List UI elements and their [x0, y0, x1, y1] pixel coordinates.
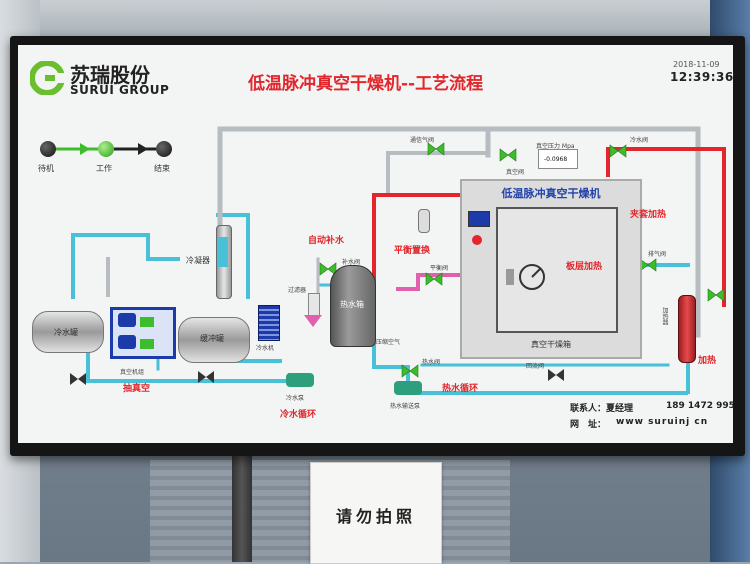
hot-water-tank — [330, 265, 376, 347]
dryer-title: 低温脉冲真空干燥机 — [501, 187, 601, 200]
hmi-screen: 苏瑞股份 SURUI GROUP 低温脉冲真空干燥机--工艺流程 2018-11… — [18, 45, 733, 443]
air-valve-label: 压缩空气 — [376, 339, 401, 346]
standby-label: 待机 — [38, 164, 54, 173]
exhaust-valve-label: 排气阀 — [648, 251, 667, 258]
vacuum-pressure-value: -0.0968 — [544, 156, 568, 163]
heating-process-label: 加热 — [698, 356, 717, 366]
buffer-tank — [178, 317, 250, 363]
cold-water-machine — [258, 305, 280, 341]
monitor-stand — [232, 456, 252, 562]
hot-cycle-process-label: 热水循环 — [442, 384, 479, 394]
vacuum-pressure-readout: -0.0968 — [538, 149, 578, 169]
dryer-name: 真空干燥箱 — [531, 340, 571, 349]
cold-water-machine-label: 冷水机 — [256, 345, 275, 352]
buffer-tank-label: 缓冲罐 — [200, 334, 224, 343]
vacuum-motor-icon — [140, 317, 154, 327]
date-readout: 2018-11-09 — [673, 60, 720, 69]
auto-fill-process-label: 自动补水 — [308, 236, 345, 246]
water-valve-label: 热水阀 — [422, 359, 441, 366]
contact-person: 联系人：夏经理 — [570, 404, 634, 414]
hot-water-pump-icon — [394, 381, 422, 395]
standby-status-icon — [40, 141, 56, 157]
background-ceiling — [0, 0, 750, 40]
balance-process-label: 平衡置换 — [394, 246, 431, 256]
breath-valve-label: 通信气阀 — [410, 137, 435, 144]
cold-valve-label: 冷水阀 — [630, 137, 649, 144]
surui-logo-icon — [30, 61, 64, 95]
working-label: 工作 — [96, 164, 112, 173]
cold-cycle-process-label: 冷水循环 — [280, 410, 317, 420]
vacuum-pump-icon — [118, 335, 136, 349]
filter-label: 过滤器 — [288, 287, 307, 294]
door-wheel-icon — [506, 264, 545, 290]
control-panel-screen-icon — [468, 211, 490, 227]
vacuum-process-label: 抽真空 — [123, 384, 151, 394]
vacuum-motor-icon — [140, 339, 154, 349]
brand-name-cn: 苏瑞股份 — [70, 63, 150, 87]
finished-status-icon — [156, 141, 172, 157]
condenser-coil-icon — [218, 237, 228, 267]
hot-water-tank-label: 热水箱 — [340, 300, 364, 309]
process-piping — [70, 126, 726, 395]
working-status-icon — [98, 141, 114, 157]
condenser-label: 冷凝器 — [186, 256, 210, 265]
vacuum-pump-icon — [118, 313, 136, 327]
heater — [678, 295, 696, 363]
cold-water-tank — [32, 311, 104, 353]
vacuum-valve-label: 真空阀 — [506, 169, 525, 176]
time-readout: 12:39:36 — [670, 70, 733, 84]
brand-name-en: SURUI GROUP — [70, 83, 170, 97]
no-photo-sign: 请勿拍照 — [310, 462, 442, 564]
cold-water-tank-label: 冷水罐 — [54, 328, 78, 337]
dryer-door — [496, 207, 618, 333]
contact-phone: 189 1472 9957 — [666, 401, 733, 411]
status-arrows — [56, 143, 156, 155]
supply-valve-label: 补水阀 — [342, 259, 361, 266]
emergency-stop-icon — [472, 235, 482, 245]
compressed-air-gauge-icon — [418, 209, 430, 233]
heater-label: 加热器 — [661, 307, 668, 325]
filter-cone-icon — [304, 315, 322, 327]
finished-label: 结束 — [154, 164, 170, 173]
shelf-heat-process-label: 板层加热 — [566, 262, 603, 272]
website-label: 网 址： — [570, 420, 607, 430]
jacket-heat-process-label: 夹套加热 — [630, 210, 667, 220]
cold-water-pump-icon — [286, 373, 314, 387]
vacuum-pressure-label: 真空压力 Mpa — [536, 143, 575, 150]
balance-valve-label: 平衡阀 — [430, 265, 449, 272]
cold-water-pump-label: 冷水泵 — [286, 395, 305, 402]
hot-water-pump-label: 热水输送泵 — [390, 403, 421, 410]
backflow-valve-label: 回流阀 — [526, 363, 545, 370]
vacuum-dryer: 低温脉冲真空干燥机 真空干燥箱 — [460, 179, 642, 359]
page-title: 低温脉冲真空干燥机--工艺流程 — [248, 74, 484, 94]
filter-icon — [308, 293, 320, 317]
website-url: www suruinj cn — [616, 417, 709, 427]
vacuum-unit-label: 真空机组 — [120, 369, 145, 376]
no-photo-sign-text: 请勿拍照 — [335, 507, 416, 526]
